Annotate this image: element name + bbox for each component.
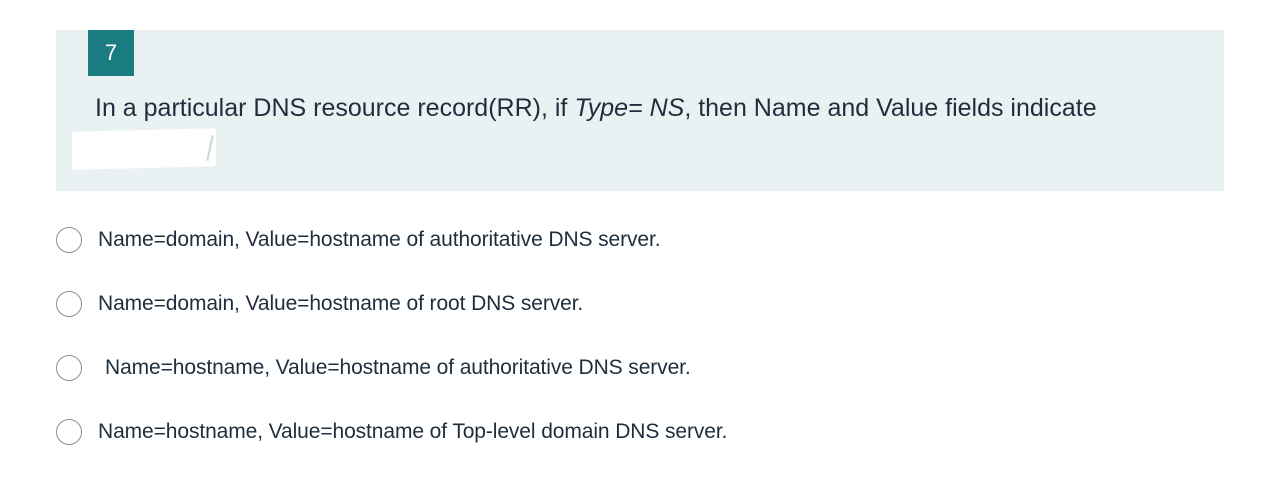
answer-option[interactable]: Name=hostname, Value=hostname of Top-lev… — [56, 416, 727, 448]
radio-button[interactable] — [56, 355, 82, 381]
answer-option[interactable]: Name=hostname, Value=hostname of authori… — [56, 352, 691, 384]
radio-button[interactable] — [56, 419, 82, 445]
question-text-end: , then Name and Value fields indicate — [684, 94, 1097, 122]
answer-option-label: Name=hostname, Value=hostname of Top-lev… — [98, 420, 728, 443]
answer-option-label: Name=domain, Value=hostname of authorita… — [98, 228, 661, 251]
question-text-italic: Type= NS — [574, 94, 685, 122]
question-text-start: In a particular DNS resource record(RR),… — [95, 94, 575, 122]
question-card: 7 In a particular DNS resource record(RR… — [56, 30, 1224, 191]
answer-option[interactable]: Name=domain, Value=hostname of root DNS … — [56, 288, 583, 320]
question-text: In a particular DNS resource record(RR),… — [95, 92, 1097, 124]
radio-button[interactable] — [56, 291, 82, 317]
question-number-badge: 7 — [88, 30, 134, 76]
answer-option-label: Name=hostname, Value=hostname of authori… — [105, 356, 691, 379]
radio-button[interactable] — [56, 227, 82, 253]
answer-option[interactable]: Name=domain, Value=hostname of authorita… — [56, 224, 661, 256]
answer-option-label: Name=domain, Value=hostname of root DNS … — [98, 292, 584, 315]
